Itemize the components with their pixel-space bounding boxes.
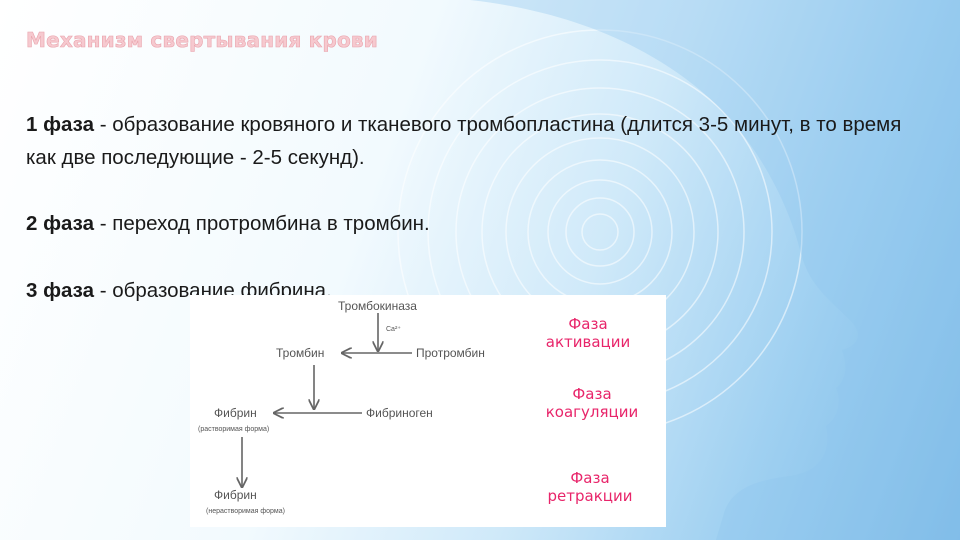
- coagulation-diagram-svg: Тромбокиназа Ca²⁺ Тромбин Протромбин Фиб…: [198, 299, 639, 515]
- phase-retraction-line1: Фаза: [570, 469, 609, 487]
- phase-1-paragraph: 1 фаза - образование кровяного и тканево…: [26, 108, 926, 174]
- phase-3-label: 3 фаза: [26, 279, 95, 302]
- label-calcium: Ca²⁺: [386, 326, 401, 333]
- phase-1-label: 1 фаза: [26, 113, 95, 136]
- diagram-arrows: [242, 313, 412, 487]
- label-fibrin-soluble-note: (растворимая форма): [198, 426, 269, 433]
- phase-2-text: - переход протромбина в тромбин.: [94, 212, 430, 235]
- label-prothrombin: Протромбин: [416, 346, 485, 360]
- phase-1-text: - образование кровяного и тканевого тром…: [26, 113, 902, 169]
- label-fibrin-insoluble: Фибрин: [214, 488, 257, 502]
- phase-coagulation-line2: коагуляции: [546, 403, 639, 421]
- slide-title: Механизм свертывания крови: [26, 28, 378, 53]
- phase-2-paragraph: 2 фаза - переход протромбина в тромбин.: [26, 207, 926, 240]
- coagulation-diagram: Тромбокиназа Ca²⁺ Тромбин Протромбин Фиб…: [190, 295, 666, 527]
- label-fibrinogen: Фибриноген: [366, 406, 433, 420]
- head-silhouette: [470, 0, 960, 540]
- label-thrombin: Тромбин: [276, 346, 324, 360]
- phase-activation-line1: Фаза: [568, 315, 607, 333]
- phase-2-label: 2 фаза: [26, 212, 95, 235]
- phase-activation-line2: активации: [546, 333, 630, 351]
- label-fibrin-soluble: Фибрин: [214, 406, 257, 420]
- phase-retraction-line2: ретракции: [548, 487, 633, 505]
- label-fibrin-insoluble-note: (нерастворимая форма): [206, 508, 285, 515]
- label-thrombokinase: Тромбокиназа: [338, 299, 417, 313]
- phase-coagulation-line1: Фаза: [572, 385, 611, 403]
